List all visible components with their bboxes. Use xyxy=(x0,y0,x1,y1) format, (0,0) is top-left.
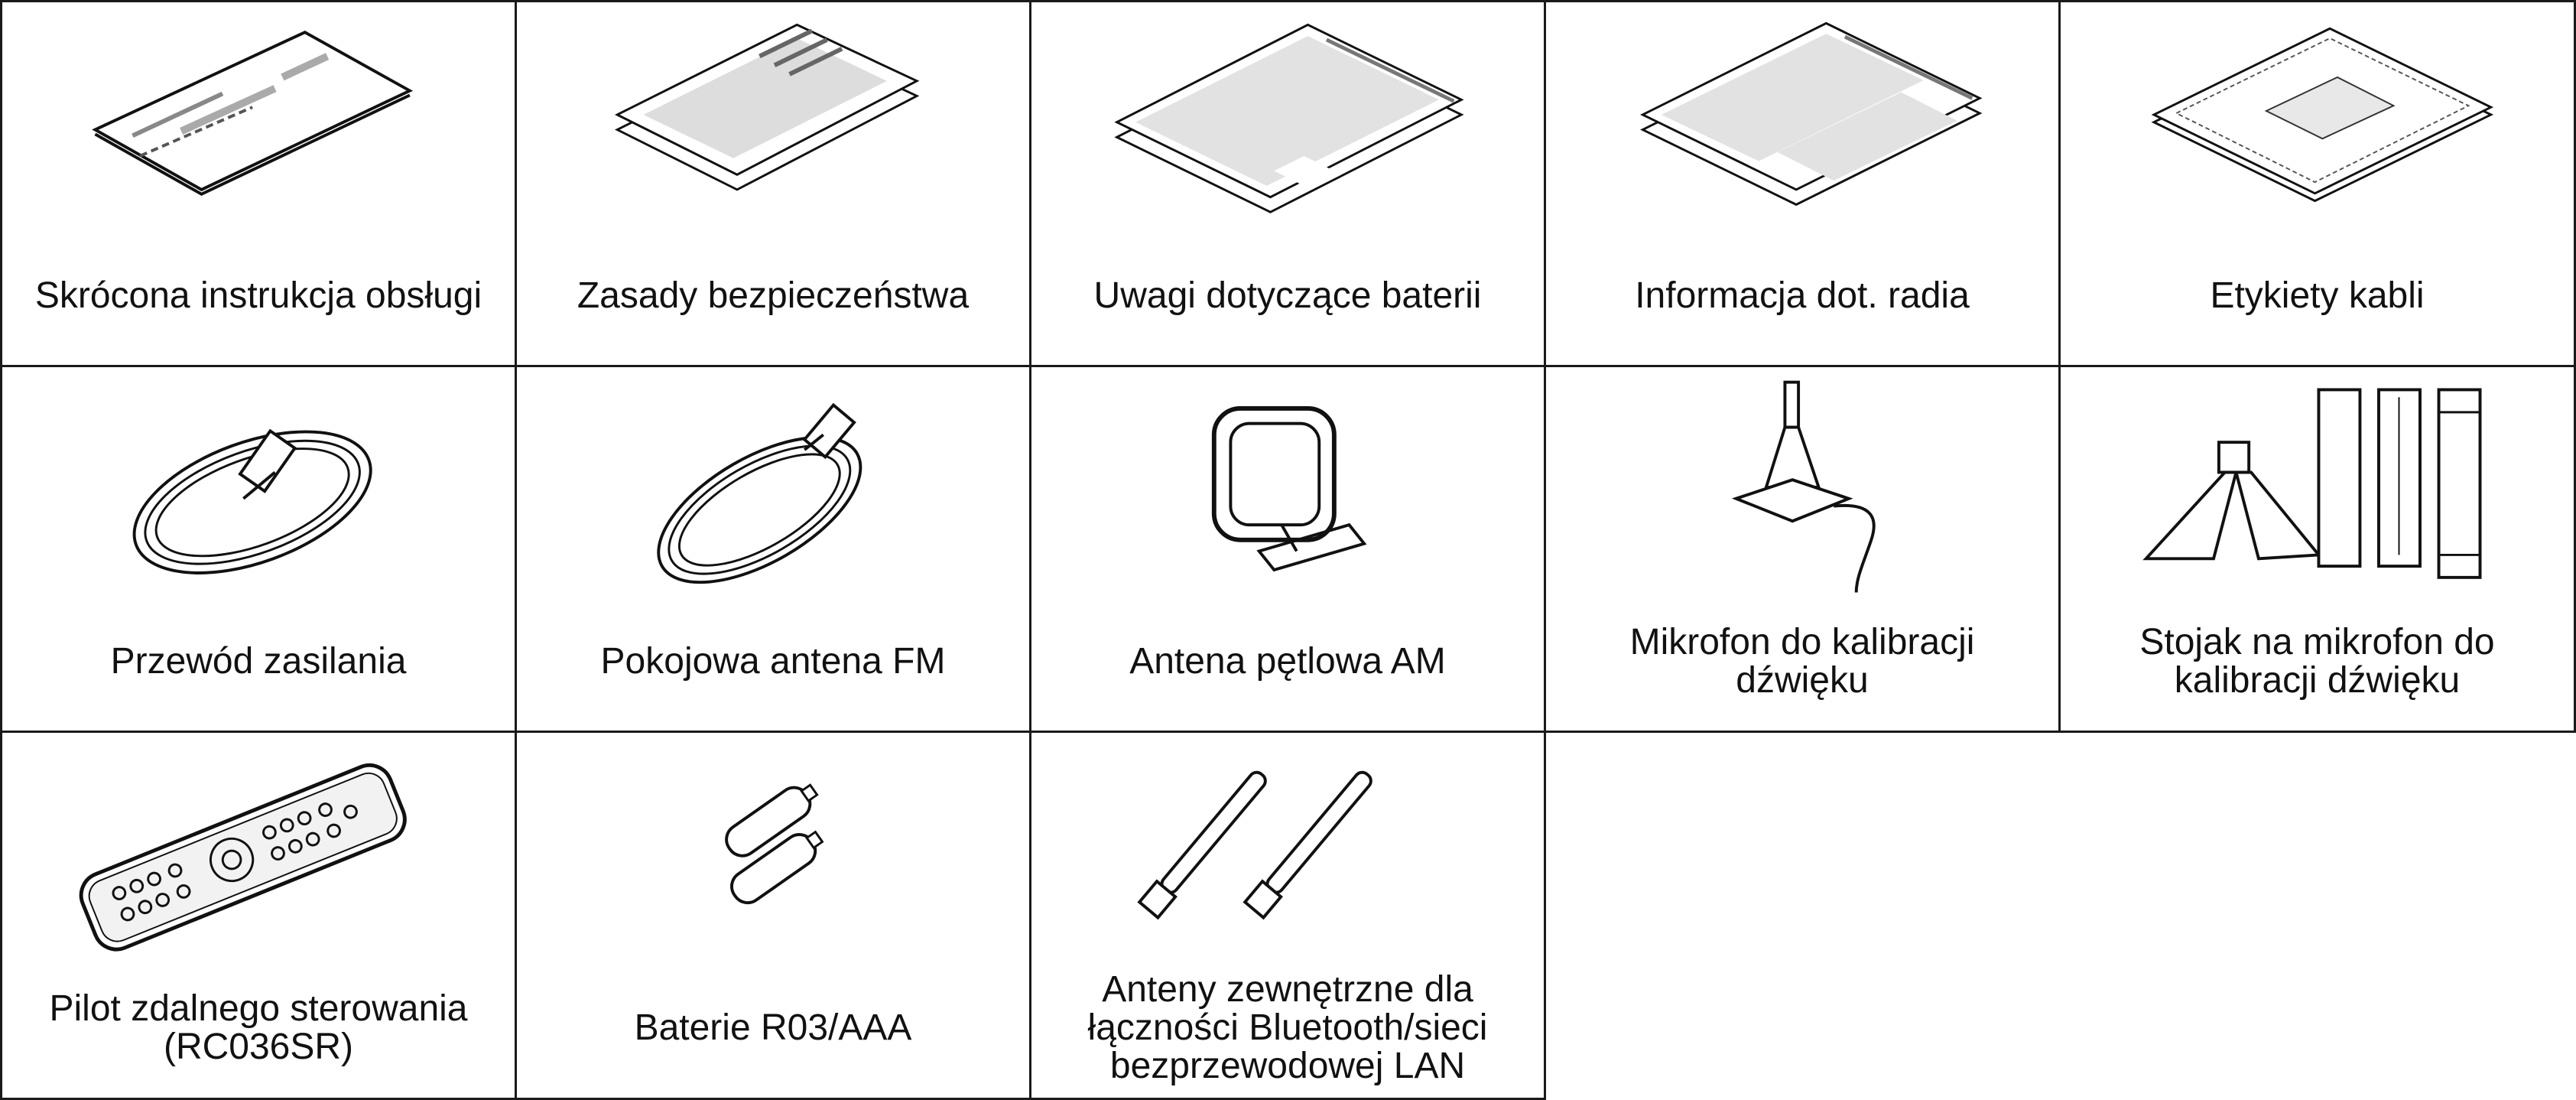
accessory-cell: Etykiety kabli xyxy=(2058,0,2576,367)
accessory-label: Zasady bezpieczeństwa xyxy=(577,275,970,316)
accessory-cell: Stojak na mikrofon do kalibracji dźwięku xyxy=(2058,365,2576,733)
accessory-cell: Antena pętlowa AM xyxy=(1029,365,1546,733)
accessory-label: Anteny zewnętrzne dla łączności Bluetoot… xyxy=(1087,969,1488,1087)
accessory-label: Stojak na mikrofon do kalibracji dźwięku xyxy=(2139,621,2495,701)
accessory-cell: Pokojowa antena FM xyxy=(515,365,1031,733)
power-cord-icon xyxy=(132,428,372,574)
battery-notes-icon xyxy=(1114,23,1464,213)
accessory-label: Baterie R03/AAA xyxy=(634,1007,912,1049)
accessory-label: Etykiety kabli xyxy=(2210,275,2425,316)
accessory-cell: Skrócona instrukcja obsługi xyxy=(0,0,517,367)
accessory-label: Pilot zdalnego sterowania (RC036SR) xyxy=(49,988,468,1068)
safety-instructions-icon xyxy=(614,23,920,191)
accessory-label: Przewód zasilania xyxy=(110,640,407,682)
accessory-cell: Zasady bezpieczeństwa xyxy=(515,0,1031,367)
accessory-cell: Uwagi dotyczące baterii xyxy=(1029,0,1546,367)
accessory-label: Informacja dot. radia xyxy=(1635,275,1970,316)
accessory-cell: Informacja dot. radia xyxy=(1544,0,2061,367)
calibration-microphone-icon xyxy=(1731,380,1876,593)
accessory-label: Antena pętlowa AM xyxy=(1129,640,1446,682)
cable-labels-icon xyxy=(2151,27,2494,203)
radio-information-icon xyxy=(1640,21,1983,207)
accessory-cell: Anteny zewnętrzne dla łączności Bluetoot… xyxy=(1029,731,1546,1100)
accessory-cell: Przewód zasilania xyxy=(0,365,517,733)
fm-antenna-icon xyxy=(657,402,862,584)
accessory-cell: Baterie R03/AAA xyxy=(515,731,1031,1100)
batteries-icon xyxy=(725,783,824,905)
accessory-label: Pokojowa antena FM xyxy=(600,640,946,682)
remote-control-icon xyxy=(79,763,407,952)
accessory-cell: Pilot zdalnego sterowania (RC036SR) xyxy=(0,731,517,1100)
accessory-cell: Mikrofon do kalibracji dźwięku xyxy=(1544,365,2061,733)
accessory-label: Mikrofon do kalibracji dźwięku xyxy=(1629,621,1975,701)
accessory-label: Uwagi dotyczące baterii xyxy=(1093,275,1482,316)
microphone-stand-icon xyxy=(2142,388,2482,579)
accessory-label: Skrócona instrukcja obsługi xyxy=(34,275,482,316)
quick-start-guide-icon xyxy=(92,30,414,196)
am-loop-antenna-icon xyxy=(1211,406,1367,572)
external-antennas-icon xyxy=(1137,770,1372,920)
